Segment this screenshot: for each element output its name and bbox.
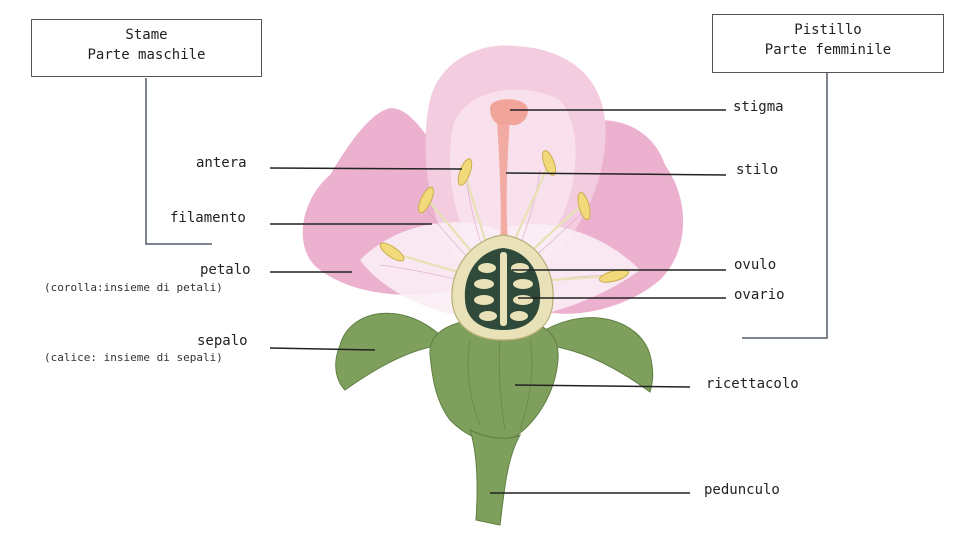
label-antera: antera (196, 155, 247, 171)
label-petalo-note: (corolla:insieme di petali) (44, 281, 223, 294)
label-stigma: stigma (733, 99, 784, 115)
pistillo-box: Pistillo Parte femminile (712, 14, 944, 73)
stame-bracket (145, 78, 212, 245)
label-ricettacolo: ricettacolo (706, 376, 799, 392)
style (497, 120, 510, 240)
anther-2 (418, 186, 434, 214)
leader-antera (269, 167, 463, 170)
stame-subtitle: Parte maschile (87, 47, 206, 63)
label-ovulo: ovulo (734, 257, 777, 273)
anther-3 (379, 242, 405, 262)
sepal-right (544, 317, 654, 393)
anther-1 (457, 158, 473, 186)
stame-title: Stame (125, 27, 168, 43)
label-sepalo-note: (calice: insieme di sepali) (44, 351, 223, 364)
label-ovario: ovario (734, 287, 785, 303)
anther-4 (542, 150, 556, 176)
label-pedunculo: pedunculo (704, 482, 780, 498)
leader-ricettacolo (514, 384, 691, 388)
pistillo-subtitle: Parte femminile (764, 42, 892, 58)
label-filamento: filamento (170, 210, 246, 226)
anther-6 (598, 269, 630, 283)
pistillo-title: Pistillo (794, 22, 862, 38)
label-petalo: petalo (200, 262, 251, 278)
label-stilo: stilo (736, 162, 779, 178)
stem (469, 429, 522, 526)
pistillo-bracket (742, 73, 828, 339)
leader-sepalo (269, 347, 376, 351)
stigma (490, 99, 528, 126)
label-sepalo: sepalo (197, 333, 248, 349)
stame-box: Stame Parte maschile (31, 19, 262, 77)
sepal-left (335, 312, 441, 391)
anther-5 (577, 191, 591, 221)
leader-stilo (505, 172, 727, 176)
